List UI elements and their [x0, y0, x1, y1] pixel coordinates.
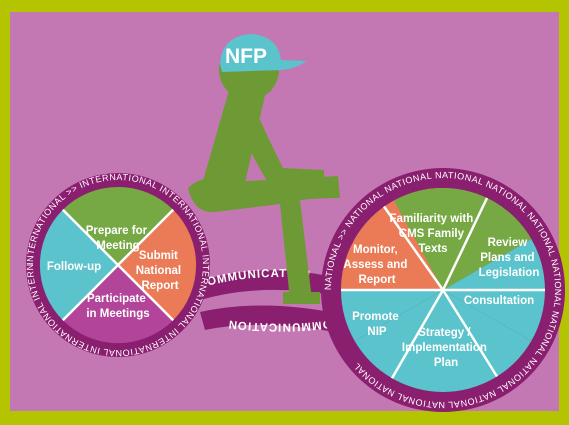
cyclist-leg: [188, 176, 340, 300]
segment-prepare-b: [62, 186, 118, 265]
cap-label: NFP: [225, 45, 267, 68]
label-familiarity: Familiarity with CMS Family Texts: [390, 213, 477, 255]
label-prepare: Prepare for Meeting: [86, 225, 151, 252]
cyclist-foot: [283, 292, 320, 304]
label-participate: Participate in Meetings: [86, 293, 149, 320]
chain-bottom-strand: [200, 305, 346, 334]
segment-participate: [62, 265, 174, 344]
segment-submit: [118, 209, 197, 321]
label-monitor: Monitor, Assess and Report: [343, 244, 410, 286]
international-dividers: [61, 208, 175, 322]
label-consultation: Consultation: [464, 295, 534, 307]
segment-familiarity-top: [394, 188, 443, 290]
cap-icon: NFP: [220, 34, 306, 72]
label-promote: Promote NIP: [352, 311, 402, 338]
chain: COMMUNICATION COMMUNICATION: [195, 268, 346, 334]
label-followup: Follow-up: [47, 261, 101, 273]
segment-followup: [39, 209, 118, 321]
label-review: Review Plans and Legislation: [479, 237, 540, 279]
cyclist-arm: [236, 98, 324, 186]
national-wheel: NATIONAL >> NATIONAL NATIONAL NATIONAL N…: [321, 168, 565, 412]
cap-shape: [220, 34, 306, 72]
segment-prepare-a: [118, 186, 174, 265]
label-strategy: Strategy / Implementation Plan: [402, 327, 490, 369]
segment-monitor-c: [341, 239, 443, 290]
national-dividers: [341, 197, 545, 379]
segment-review-top: [443, 188, 532, 290]
label-submit: Submit National Report: [136, 250, 185, 292]
segment-promote-a: [341, 290, 443, 341]
